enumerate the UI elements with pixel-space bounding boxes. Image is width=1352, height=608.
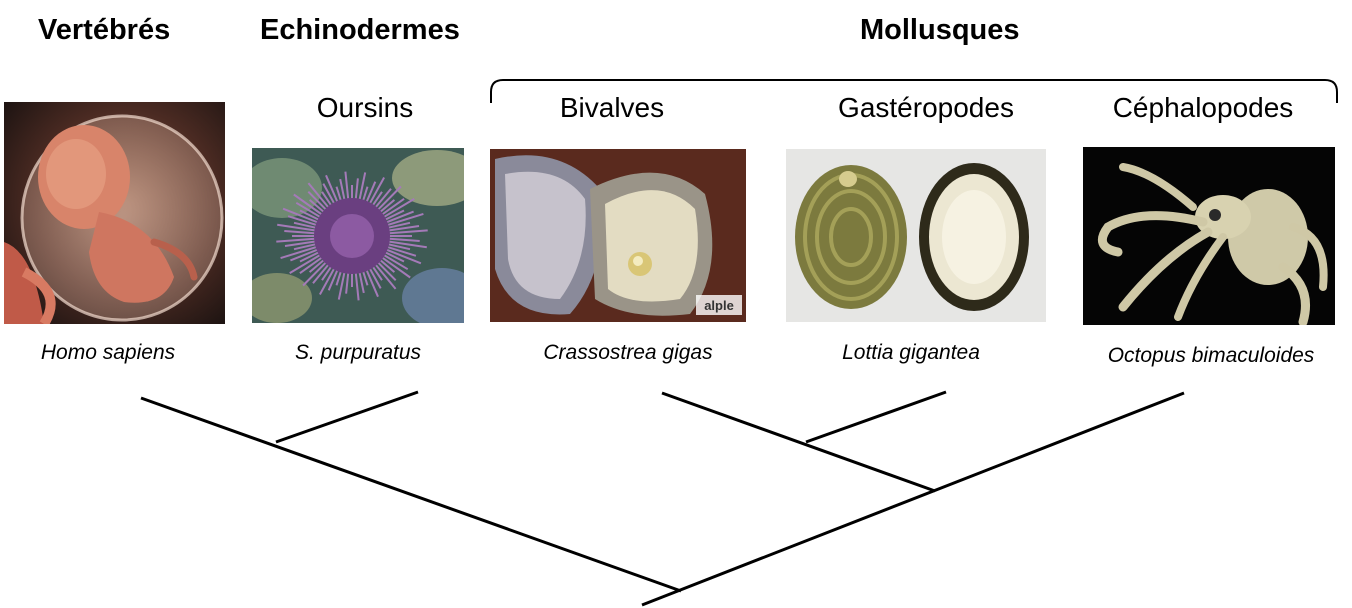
branch-mollusques-cephalopodes xyxy=(642,393,1184,605)
branch-echinodermes xyxy=(276,392,418,442)
branch-vertebres xyxy=(141,398,681,591)
branch-bivalves xyxy=(662,393,935,491)
branch-gasteropodes xyxy=(806,392,946,442)
